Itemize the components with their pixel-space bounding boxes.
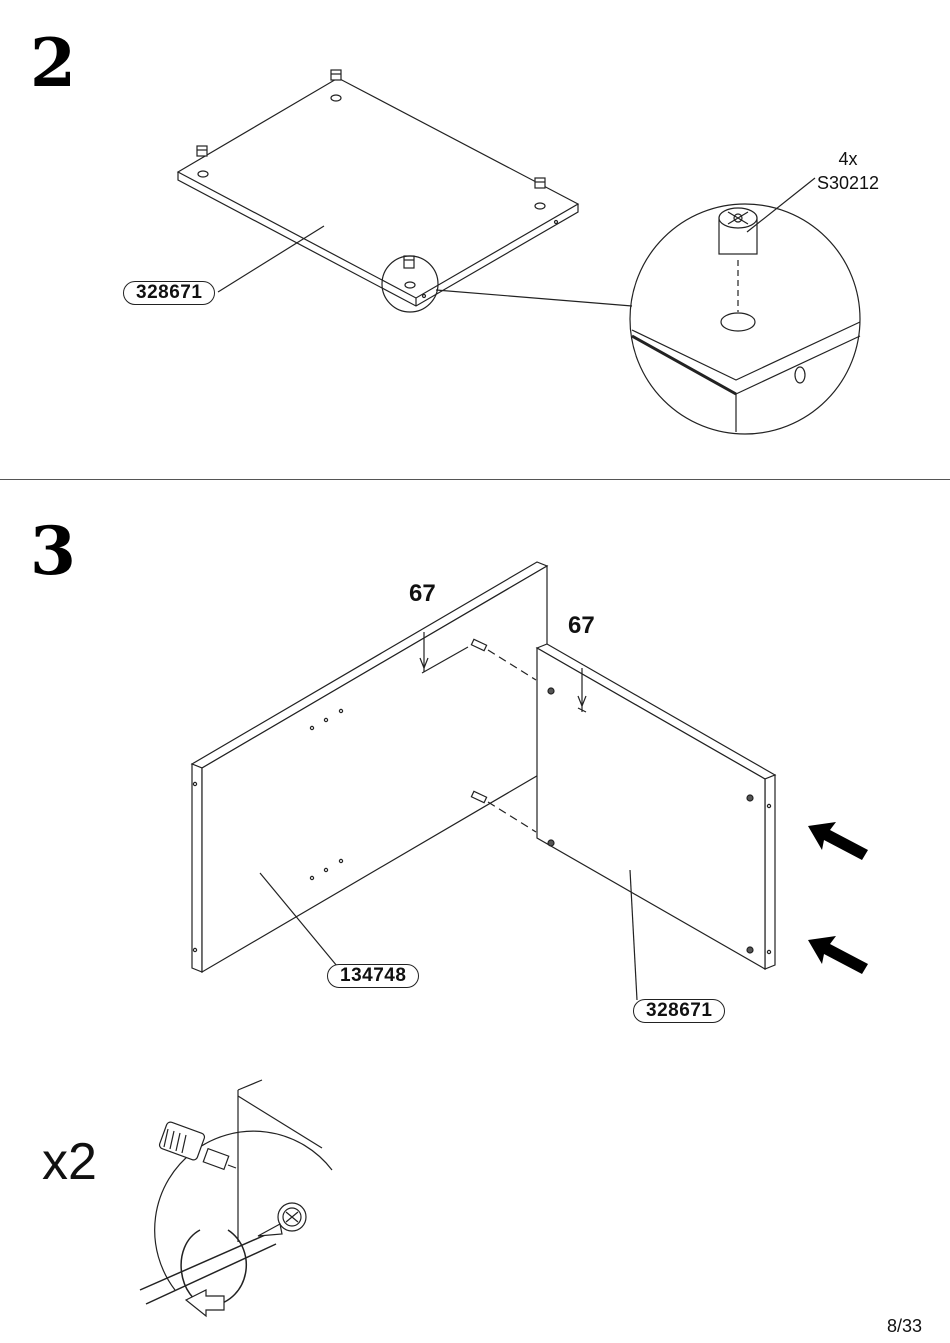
step-number-2: 2 bbox=[30, 30, 76, 96]
fitting-quantity: 4x bbox=[808, 148, 888, 170]
magnified-detail bbox=[630, 178, 860, 434]
page-number: 8/33 bbox=[887, 1316, 922, 1337]
push-arrows bbox=[808, 822, 868, 974]
part-label-328671-step2: 328671 bbox=[123, 281, 215, 305]
part-label-134748: 134748 bbox=[327, 964, 419, 988]
step3-shelf-panel bbox=[537, 644, 775, 969]
step-number-3: 3 bbox=[30, 518, 76, 584]
dimension-left: 67 bbox=[409, 580, 436, 608]
bottom-detail bbox=[140, 1080, 332, 1316]
repeat-count: x2 bbox=[42, 1132, 97, 1192]
section-divider bbox=[0, 479, 950, 480]
step2-panel bbox=[178, 78, 578, 306]
fitting-code: S30212 bbox=[808, 172, 888, 194]
dimension-right: 67 bbox=[568, 612, 595, 640]
step3-side-panel bbox=[192, 562, 547, 972]
part-label-328671-step3: 328671 bbox=[633, 999, 725, 1023]
